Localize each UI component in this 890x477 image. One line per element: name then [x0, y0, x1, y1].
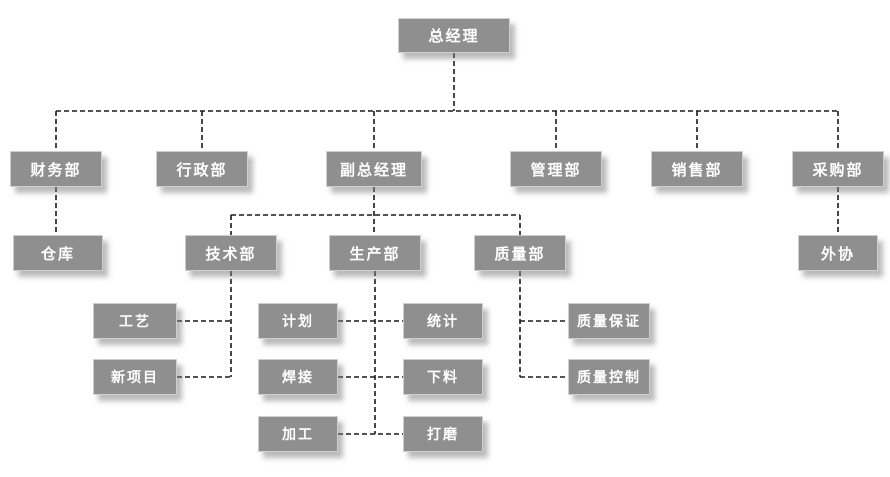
org-node-machining[interactable]: 加工	[258, 416, 338, 452]
org-node-new-project[interactable]: 新项目	[93, 359, 177, 395]
org-node-quality-assurance[interactable]: 质量保证	[568, 303, 650, 339]
org-node-process[interactable]: 工艺	[93, 303, 177, 339]
org-node-sales-dept[interactable]: 销售部	[651, 151, 743, 187]
org-node-quality-dept[interactable]: 质量部	[474, 235, 566, 271]
org-node-purchasing-dept[interactable]: 采购部	[792, 151, 884, 187]
org-node-production-dept[interactable]: 生产部	[329, 235, 421, 271]
org-node-material-cutting[interactable]: 下料	[403, 359, 483, 395]
org-node-statistics[interactable]: 统计	[403, 303, 483, 339]
org-node-polishing[interactable]: 打磨	[403, 416, 483, 452]
org-node-deputy-general-manager[interactable]: 副总经理	[326, 151, 422, 187]
org-node-outsourcing[interactable]: 外协	[798, 235, 878, 271]
org-node-management-dept[interactable]: 管理部	[510, 151, 602, 187]
org-node-finance-dept[interactable]: 财务部	[10, 151, 102, 187]
org-node-quality-control[interactable]: 质量控制	[568, 359, 650, 395]
org-node-welding[interactable]: 焊接	[258, 359, 338, 395]
org-node-admin-dept[interactable]: 行政部	[156, 151, 248, 187]
org-node-general-manager[interactable]: 总经理	[398, 18, 510, 53]
org-node-technical-dept[interactable]: 技术部	[185, 235, 277, 271]
org-node-warehouse[interactable]: 仓库	[13, 235, 103, 271]
org-node-planning[interactable]: 计划	[258, 303, 338, 339]
